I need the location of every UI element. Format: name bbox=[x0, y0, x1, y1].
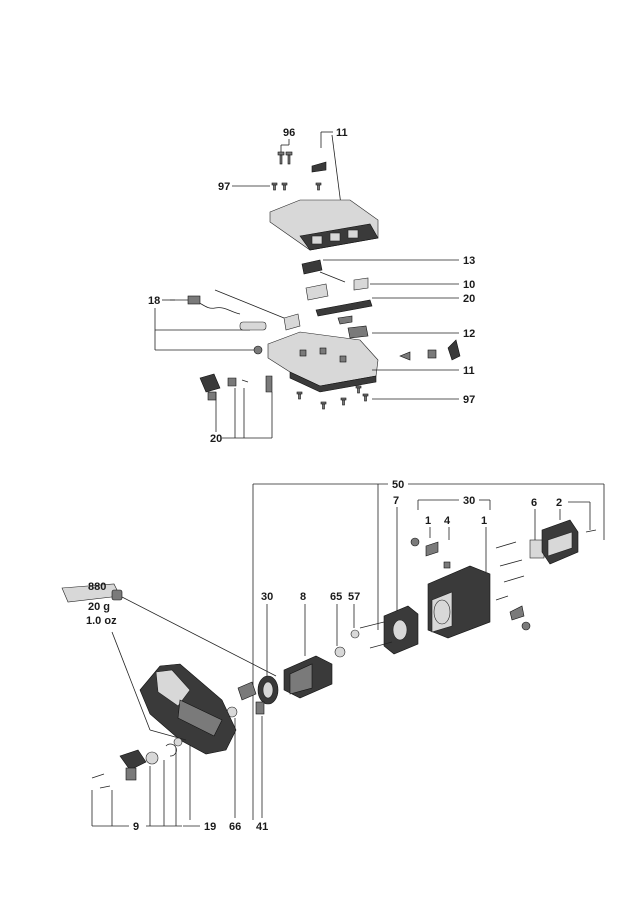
label-65: 65 bbox=[330, 591, 342, 603]
label-20-bottom: 20 bbox=[210, 433, 222, 445]
bearing-65 bbox=[334, 646, 346, 658]
grease-tube bbox=[61, 583, 123, 603]
label-19: 19 bbox=[204, 821, 216, 833]
label-4: 4 bbox=[444, 515, 451, 527]
spindle-assembly bbox=[91, 749, 147, 789]
bracket-66 bbox=[237, 681, 257, 701]
stator-screw-1 bbox=[359, 621, 385, 629]
circlip-9 bbox=[165, 743, 177, 757]
label-11-lower: 11 bbox=[463, 365, 475, 377]
nut bbox=[253, 345, 263, 355]
label-9: 9 bbox=[133, 821, 139, 833]
screws-97-lower bbox=[296, 385, 369, 410]
gear-housing bbox=[139, 663, 237, 755]
label-97-upper: 97 bbox=[218, 181, 230, 193]
label-20-right: 20 bbox=[463, 293, 475, 305]
label-50: 50 bbox=[392, 479, 404, 491]
label-66: 66 bbox=[229, 821, 241, 833]
label-96: 96 bbox=[283, 127, 295, 139]
grease-weight-g: 20 g bbox=[88, 601, 110, 613]
stator-screw-2 bbox=[369, 641, 393, 649]
cable bbox=[170, 299, 241, 315]
label-30-left: 30 bbox=[261, 591, 273, 603]
latch bbox=[447, 339, 461, 361]
screw-97-upper bbox=[271, 182, 322, 191]
end-cap bbox=[541, 519, 579, 565]
cable-plug bbox=[187, 295, 201, 305]
switch bbox=[283, 313, 301, 331]
label-7: 7 bbox=[393, 495, 399, 507]
pcb-board bbox=[305, 283, 329, 301]
field-stator bbox=[383, 605, 419, 655]
brush-cap bbox=[410, 537, 420, 547]
part-12 bbox=[347, 325, 369, 339]
leader-grease-a bbox=[121, 596, 277, 677]
grease-weight-oz: 1.0 oz bbox=[86, 615, 117, 627]
part-13 bbox=[301, 259, 323, 275]
ring-9 bbox=[173, 737, 183, 747]
housing-cover-top bbox=[269, 199, 379, 251]
leader-10-b bbox=[319, 271, 346, 283]
part-41 bbox=[255, 701, 265, 715]
label-12: 12 bbox=[463, 328, 475, 340]
label-11-top: 11 bbox=[336, 127, 348, 139]
leader-grease-b bbox=[111, 631, 151, 731]
label-41: 41 bbox=[256, 821, 268, 833]
capacitor bbox=[239, 321, 267, 331]
armature bbox=[283, 655, 333, 699]
label-97-lower: 97 bbox=[463, 394, 475, 406]
label-57: 57 bbox=[348, 591, 360, 603]
label-18: 18 bbox=[148, 295, 160, 307]
label-2: 2 bbox=[556, 497, 562, 509]
grease-code: 880 bbox=[88, 581, 106, 593]
slider-rail-20 bbox=[315, 299, 373, 317]
part-10 bbox=[353, 277, 369, 291]
label-13: 13 bbox=[463, 255, 475, 267]
fitting bbox=[509, 605, 525, 621]
clip-11 bbox=[311, 161, 327, 173]
washer bbox=[521, 621, 531, 631]
washer-9 bbox=[145, 751, 159, 765]
parts-group-20 bbox=[199, 373, 273, 401]
label-1-left: 1 bbox=[425, 515, 431, 527]
button bbox=[427, 349, 437, 359]
screws-right bbox=[495, 541, 525, 601]
label-10: 10 bbox=[463, 279, 475, 291]
label-30-right: 30 bbox=[463, 495, 475, 507]
spring bbox=[443, 561, 451, 569]
leader-11-c bbox=[331, 134, 342, 206]
label-1-right: 1 bbox=[481, 515, 487, 527]
motor-housing bbox=[427, 565, 491, 639]
bearing-57 bbox=[350, 629, 360, 639]
carbon-brush bbox=[425, 541, 439, 557]
screw-96 bbox=[277, 151, 293, 165]
leader-switch bbox=[214, 289, 285, 319]
label-8: 8 bbox=[300, 591, 306, 603]
label-6: 6 bbox=[531, 497, 537, 509]
screw-2 bbox=[585, 529, 597, 533]
spring-a bbox=[337, 315, 353, 325]
housing-base bbox=[267, 331, 379, 393]
fan-baffle bbox=[257, 675, 279, 705]
spring-b bbox=[399, 351, 411, 361]
